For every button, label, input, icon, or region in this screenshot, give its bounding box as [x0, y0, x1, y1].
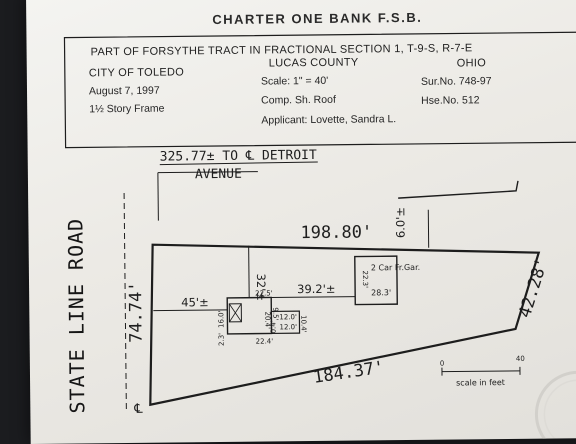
embossed-seal	[536, 372, 576, 444]
scale-tick-end: 40	[516, 355, 525, 363]
survey-document: CHARTER ONE BANK F.S.B. PART OF FORSYTHE…	[26, 0, 576, 444]
avenue-label: AVENUE	[195, 167, 242, 182]
addition-dim-mid: 12.0'	[279, 323, 297, 331]
state-label: OHIO	[457, 57, 487, 69]
addition-dim-top: 12.0'	[279, 313, 297, 321]
west-dimension: 74.74'	[126, 281, 147, 343]
legal-description: PART OF FORSYTHE TRACT IN FRACTIONAL SEC…	[91, 42, 473, 58]
north-setback-line	[249, 246, 250, 298]
scale-tick-zero: 0	[440, 360, 445, 368]
roof-type: Comp. Sh. Roof	[261, 94, 336, 107]
north-arrow-icon	[398, 181, 518, 198]
east-dimension: 42.28'	[515, 256, 552, 321]
scale-label: Scale: 1" = 40'	[261, 75, 328, 88]
plat-drawing: CHARTER ONE BANK F.S.B. PART OF FORSYTHE…	[26, 0, 576, 444]
building-type: 1½ Story Frame	[89, 103, 165, 116]
state-line-road-label: STATE LINE ROAD	[63, 218, 89, 414]
house-dim-top: 22.5'	[255, 289, 273, 297]
house-dim-jog: 2.3'	[218, 333, 226, 346]
top-setback: 6.0'±	[393, 207, 407, 238]
detroit-leader	[158, 173, 159, 221]
bank-title: CHARTER ONE BANK F.S.B.	[212, 10, 422, 27]
house-number: Hse.No. 512	[421, 94, 480, 107]
survey-date: August 7, 1997	[89, 85, 160, 98]
north-dimension: 198.80'	[300, 222, 372, 243]
road-centerline-symbol: ℄	[133, 402, 143, 417]
embossed-seal-inner	[544, 380, 576, 444]
house-dim-offset: 0.4'	[269, 320, 277, 333]
scale-bar	[442, 371, 520, 372]
city-label: CITY OF TOLEDO	[89, 66, 185, 79]
house-dim-left: 16.0'	[217, 310, 225, 328]
house-to-garage: 39.2'±	[297, 282, 336, 296]
house-to-garage-line	[271, 297, 355, 298]
applicant: Applicant: Lovette, Sandra L.	[261, 113, 396, 126]
south-dimension: 184.37'	[312, 357, 386, 387]
garage-depth: 22.3'	[361, 270, 369, 288]
county-label: LUCAS COUNTY	[269, 57, 359, 70]
house-dim-bottom: 22.4'	[256, 337, 274, 345]
house-dim-right: 9.5'	[271, 307, 279, 320]
detroit-leader-top	[158, 172, 258, 173]
front-setback-line	[153, 310, 227, 311]
survey-number: Sur.No. 748-97	[421, 75, 492, 88]
scale-caption: scale in feet	[456, 378, 505, 388]
addition-dim-side: 10.4'	[299, 315, 307, 333]
garage-width: 28.3'	[371, 288, 391, 297]
front-setback: 45'±	[181, 295, 209, 309]
garage-label: 2 Car Fr.Gar.	[371, 263, 420, 273]
